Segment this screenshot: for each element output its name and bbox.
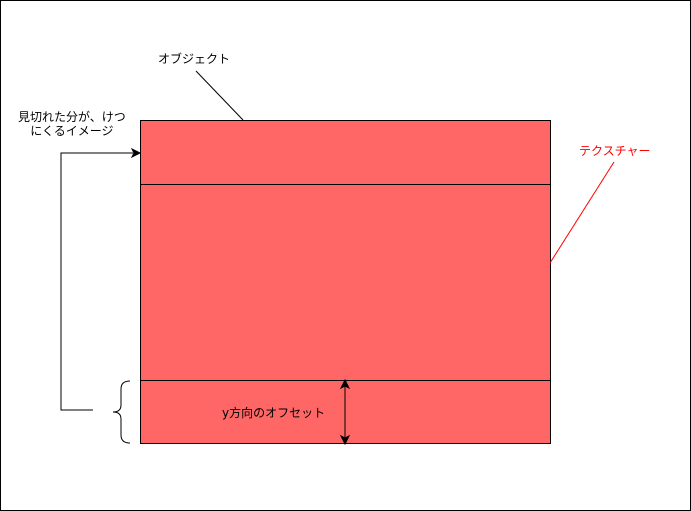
offset-arrowhead-bottom bbox=[339, 434, 351, 446]
wrap-note-line-1: 見切れた分が、けつ bbox=[18, 110, 126, 124]
texture-pointer-line bbox=[549, 161, 615, 264]
y-offset-label: y方向のオフセット bbox=[222, 406, 326, 420]
wrap-arrow-line bbox=[60, 152, 133, 411]
object-pointer-line bbox=[195, 70, 244, 121]
offset-arrowhead-top bbox=[339, 378, 351, 390]
wrap-note-line-2: にくるイメージ bbox=[30, 124, 114, 138]
object-label: オブジェクト bbox=[158, 52, 231, 66]
wrap-note-label: 見切れた分が、けつ にくるイメージ bbox=[18, 110, 126, 138]
texture-label: テクスチャー bbox=[579, 144, 651, 158]
wrap-arrowhead bbox=[130, 147, 142, 159]
offset-brace bbox=[112, 380, 131, 444]
